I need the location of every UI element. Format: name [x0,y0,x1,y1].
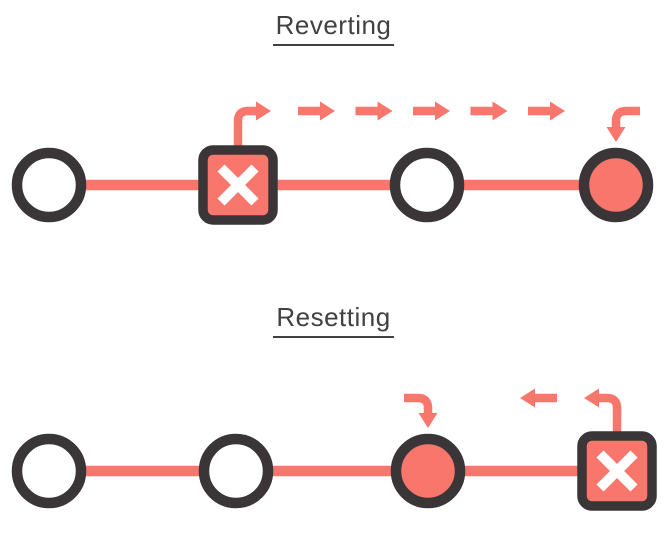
resetting-arrow-head [584,388,599,408]
reverting-arrow-end-elbow [611,106,640,127]
section-title-reverting: Reverting [0,10,667,46]
section-title-resetting: Resetting [0,302,667,338]
resetting-arrow-down-head [418,413,438,428]
resetting-arrow-dash-head [520,388,535,408]
reverting-arrow-head [256,101,271,121]
commit-node [11,433,87,509]
new-revert-commit-node [578,147,654,223]
resetting-arrow-start-elbow [599,393,622,441]
reverting-arrow-down-head [606,127,626,142]
x-mark-icon [217,164,259,206]
reset-target-commit-node [390,433,466,509]
reverting-arrow-dash-head [377,101,393,121]
reverting-arrow-dash-head [435,101,450,121]
reverting-title-text: Reverting [272,10,395,46]
resetting-arrow-end-elbow [404,393,433,413]
reverting-arrow-dash-head [492,101,508,121]
resetting-title-text: Resetting [273,302,394,338]
commit-node [389,147,465,223]
reverting-arrow-start-elbow [233,106,256,155]
commit-node [11,147,87,223]
reverting-arrow-dash-head [320,101,335,121]
commit-node [198,433,274,509]
x-mark-icon [596,450,638,492]
reverting-arrow-dash-head [550,101,565,121]
